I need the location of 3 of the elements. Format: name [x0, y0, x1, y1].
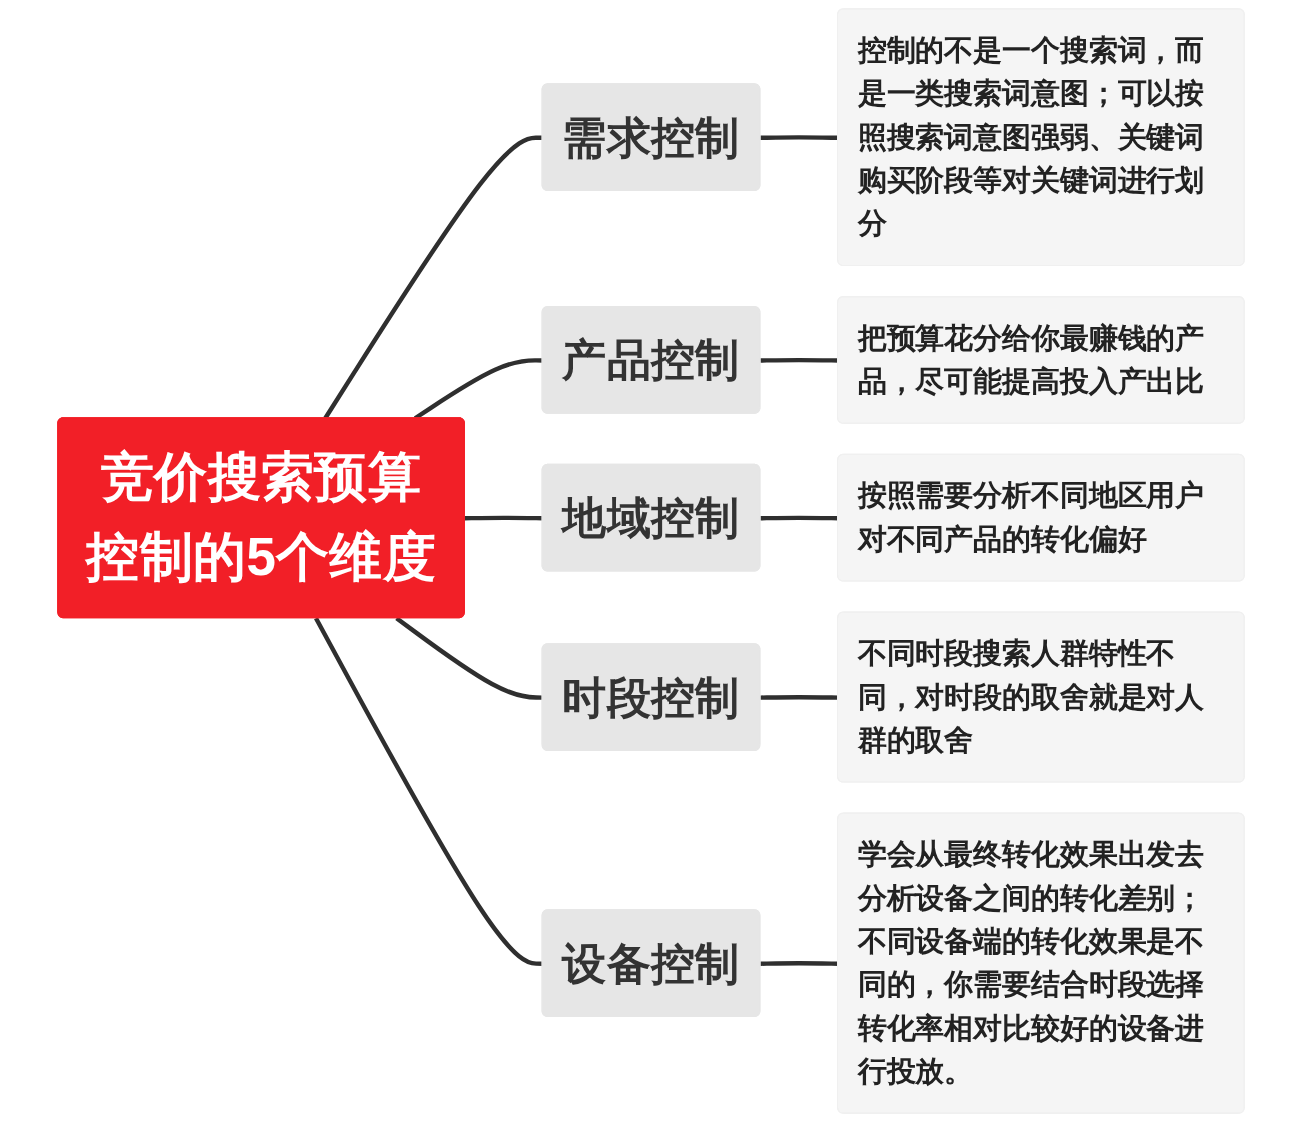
- connector: [464, 515, 543, 521]
- connector: [395, 616, 543, 700]
- connector: [314, 617, 543, 966]
